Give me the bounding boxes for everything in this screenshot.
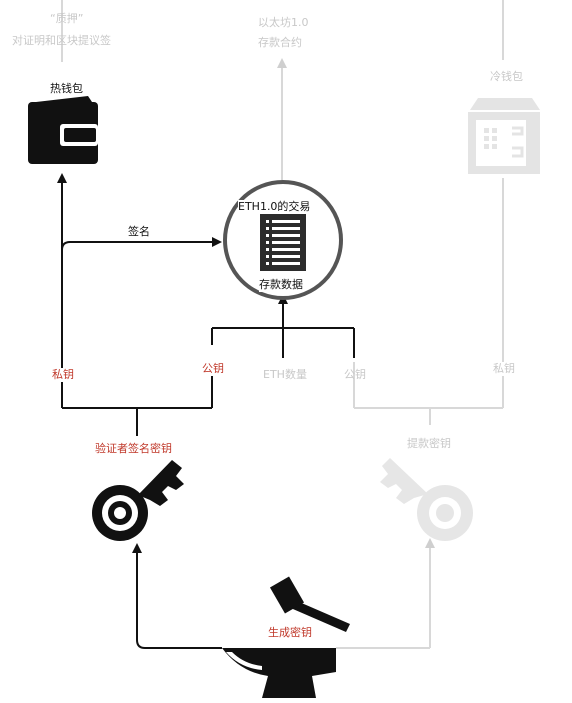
dark-connectors	[57, 173, 355, 649]
top-left-caption-2: 对证明和区块提议签	[12, 34, 111, 47]
validator-key-label: 验证者签名密钥	[95, 442, 172, 455]
withdraw-key-label: 提款密钥	[407, 437, 451, 450]
hammer-icon	[269, 576, 350, 632]
key-icon	[92, 460, 184, 541]
private-key-label: 私钥	[52, 368, 74, 382]
sign-label: 签名	[128, 225, 150, 238]
top-mid-caption-1: 以太坊1.0	[258, 16, 309, 29]
top-mid-caption-2: 存款合约	[258, 36, 302, 49]
document-icon	[260, 213, 306, 271]
cold-wallet-label: 冷钱包	[490, 70, 523, 83]
private-key-label-right: 私钥	[493, 362, 515, 376]
safe-icon	[468, 98, 540, 174]
anvil-icon	[222, 648, 336, 698]
hot-wallet-label: 热钱包	[50, 82, 83, 95]
top-left-caption-1: “质押”	[50, 12, 84, 25]
public-key-label: 公钥	[202, 362, 224, 376]
wallet-icon	[28, 96, 98, 164]
deposit-data-label: 存款数据	[259, 278, 303, 292]
eth1-tx-label: ETH1.0的交易	[238, 200, 311, 214]
public-key-label-right: 公钥	[344, 368, 366, 381]
eth-amount-label: ETH数量	[263, 368, 307, 381]
generate-key-label: 生成密钥	[268, 626, 312, 639]
key-icon	[380, 458, 473, 541]
